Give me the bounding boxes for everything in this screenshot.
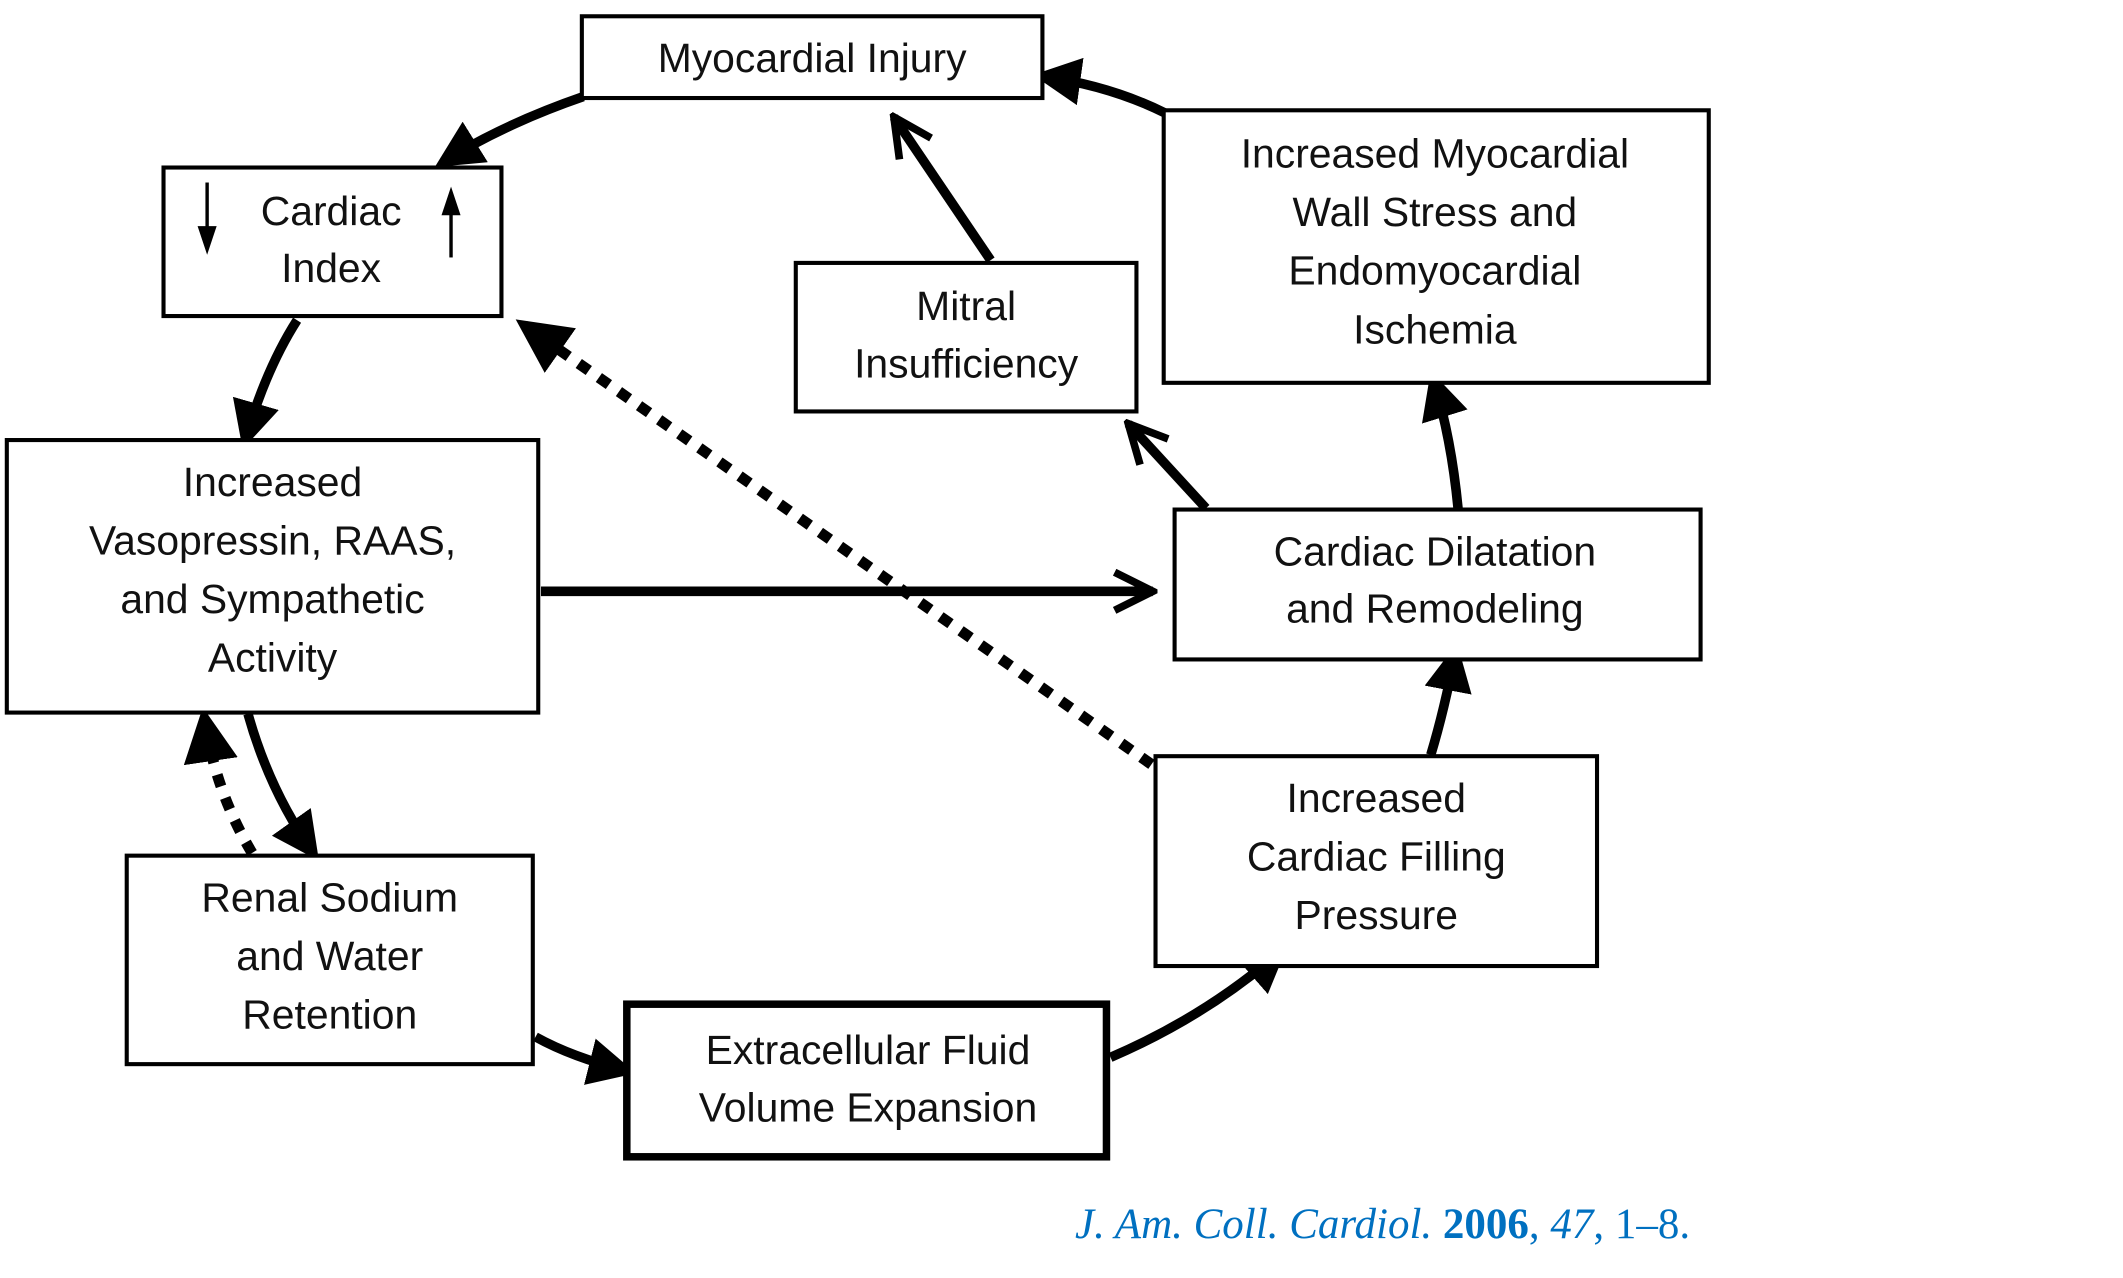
node-label: Extracellular Fluid xyxy=(706,1027,1031,1073)
edge-neurohormonal-to-renal-retention xyxy=(243,712,319,861)
edge-mitral-to-myocardial-injury xyxy=(894,117,995,263)
node-mitral: Mitral Insufficiency xyxy=(793,260,1139,414)
node-neurohormonal: Increased Vasopressin, RAAS, and Sympath… xyxy=(4,438,541,715)
edge-wall-stress-to-myocardial-injury xyxy=(1032,57,1168,118)
node-label: Endomyocardial xyxy=(1288,248,1581,294)
node-label: Retention xyxy=(242,992,417,1038)
citation: J. Am. Coll. Cardiol. 2006, 47, 1–8. xyxy=(1075,1200,1690,1249)
citation-sep: , xyxy=(1528,1201,1551,1248)
citation-sep: , xyxy=(1593,1201,1615,1248)
node-ecf-expansion: Extracellular Fluid Volume Expansion xyxy=(623,1000,1111,1161)
node-label: Pressure xyxy=(1295,892,1459,938)
node-label: Cardiac Filling xyxy=(1247,834,1506,880)
node-label: Insufficiency xyxy=(854,340,1079,386)
node-label: Mitral xyxy=(916,283,1016,329)
citation-journal: J. Am. Coll. Cardiol. xyxy=(1075,1201,1433,1248)
citation-year: 2006 xyxy=(1442,1201,1529,1248)
node-label: Cardiac xyxy=(261,188,402,234)
citation-pages: 1–8. xyxy=(1614,1201,1691,1248)
edges xyxy=(183,57,1472,1085)
edge-renal-retention-to-neurohormonal xyxy=(183,707,257,856)
node-label: Increased xyxy=(183,459,362,505)
edge-filling-pressure-to-dilatation xyxy=(1424,643,1472,757)
edge-dilatation-to-mitral xyxy=(1128,424,1210,512)
down-arrow-icon xyxy=(197,182,217,255)
edge-filling-pressure-to-cardiac-index xyxy=(515,319,1155,769)
node-renal-retention: Renal Sodium and Water Retention xyxy=(124,853,535,1067)
up-arrow-icon xyxy=(441,186,461,258)
node-label: and Sympathetic xyxy=(120,576,424,622)
edge-cardiac-index-to-neurohormonal xyxy=(232,317,302,450)
node-label: and Remodeling xyxy=(1286,586,1584,632)
node-label: Increased xyxy=(1287,775,1466,821)
edge-myocardial-injury-to-cardiac-index xyxy=(434,92,585,168)
node-wall-stress: Increased Myocardial Wall Stress and End… xyxy=(1161,108,1711,385)
node-label: Increased Myocardial xyxy=(1241,131,1629,177)
node-label: Volume Expansion xyxy=(699,1084,1037,1130)
node-label: Vasopressin, RAAS, xyxy=(89,518,456,564)
node-label: and Water xyxy=(236,933,423,979)
node-label: Ischemia xyxy=(1353,306,1517,352)
node-myocardial-injury: Myocardial Injury xyxy=(579,14,1045,101)
edge-renal-retention-to-ecf-expansion xyxy=(533,1032,637,1085)
node-label: Wall Stress and xyxy=(1293,189,1578,235)
node-label: Cardiac Dilatation xyxy=(1274,528,1596,574)
citation-volume: 47 xyxy=(1550,1201,1594,1248)
node-label: Renal Sodium xyxy=(201,875,458,921)
edge-dilatation-to-wall-stress xyxy=(1421,370,1468,509)
node-label: Index xyxy=(281,245,381,291)
node-label: Myocardial Injury xyxy=(658,35,967,81)
node-cardiac-index: Cardiac Index xyxy=(161,165,504,319)
node-filling-pressure: Increased Cardiac Filling Pressure xyxy=(1153,754,1600,969)
node-label: Activity xyxy=(208,635,338,681)
node-dilatation: Cardiac Dilatation and Remodeling xyxy=(1172,507,1703,662)
